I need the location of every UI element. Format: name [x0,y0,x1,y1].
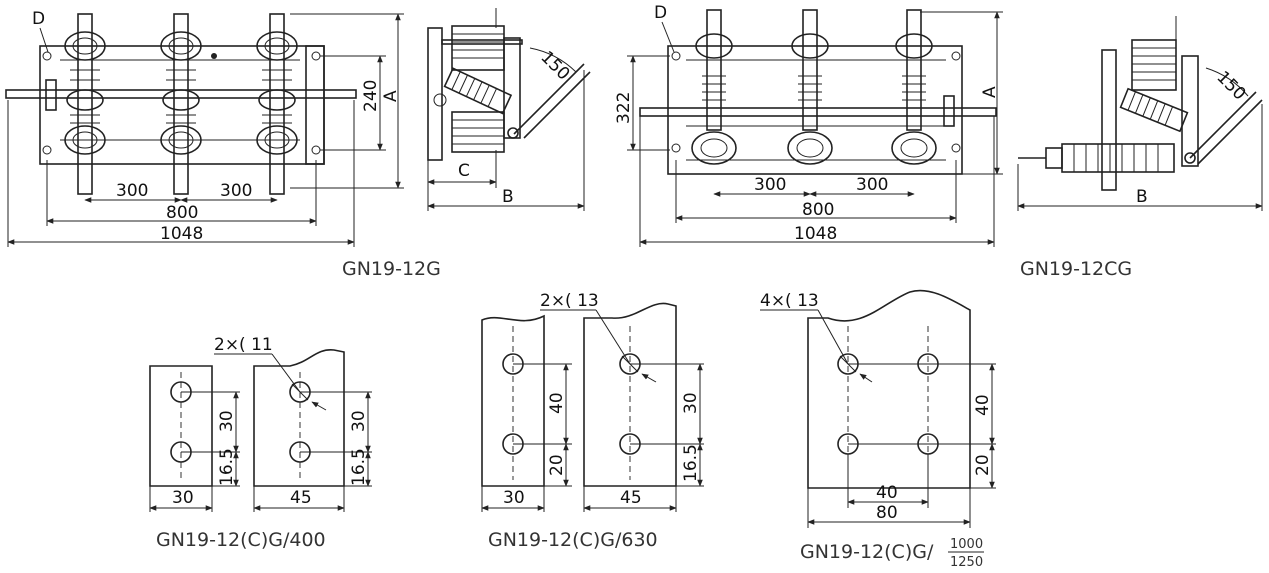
caption-1000-main: GN19-12(C)G/ [800,541,934,563]
caption-gn19-12g: GN19-12G [342,258,441,280]
dim-300-left-cg: 300 [754,175,786,195]
dim-20-630: 20 [547,454,567,476]
gn19-12g-front-view: D 240 A 300 300 800 1048 GN19-12G [5,9,441,280]
holes-1000: 4×( 13 [760,291,819,311]
middle-insulator [443,67,513,115]
label-d-cg: D [654,3,667,23]
terminal-plate-left-400 [149,365,213,487]
dim-30-b: 30 [349,410,369,432]
base-plate [39,45,325,165]
detail-400: 30 16.5 30 30 16.5 45 2×( 11 GN19-12(C)G… [149,335,372,551]
dim-800-cg: 800 [802,200,834,220]
operating-shaft-cg [639,107,997,117]
dim-c: C [458,161,470,181]
dim-20-v-1000: 20 [973,454,993,476]
dim-16-5-a: 16.5 [217,448,237,486]
dim-b-left: B [502,187,514,207]
pole-cg-1 [691,9,737,165]
dim-322: 322 [614,92,634,124]
dim-40-630: 40 [547,392,567,414]
dim-240: 240 [361,80,381,112]
operating-shaft [5,89,357,99]
width-45-400: 45 [290,488,312,508]
dim-80-h-1000: 80 [876,503,898,523]
holes-400: 2×( 11 [214,335,273,355]
detail-630: 40 20 30 30 16.5 45 2×( 13 GN19-12(C)G/6… [481,291,704,551]
middle-insulator-cg [1119,87,1189,133]
lower-insulator [451,111,505,153]
width-30-400: 30 [172,488,194,508]
dim-300-left: 300 [116,181,148,201]
pole-1 [64,13,106,195]
base-plate-cg [667,45,963,175]
caption-400: GN19-12(C)G/400 [156,529,326,551]
pole-2 [160,13,202,195]
terminal-plate-1000 [807,289,971,489]
caption-gn19-12cg: GN19-12CG [1020,258,1132,280]
gn19-12cg-front-view: D 322 A 300 300 800 1048 GN19-12CG [614,3,1132,280]
terminal-plate-right-630 [583,302,677,487]
caption-1000-top: 1000 [950,537,983,552]
dim-1048: 1048 [160,224,203,244]
dim-b-right: B [1136,187,1148,207]
caption-1000-bottom: 1250 [950,555,983,568]
upper-insulator-cg [1131,39,1177,91]
caption-630: GN19-12(C)G/630 [488,529,658,551]
dim-800: 800 [166,203,198,223]
dim-40-v-1000: 40 [973,394,993,416]
pole-cg-3 [891,9,937,165]
terminal-plate-right-400 [253,349,345,487]
dim-16-5-b: 16.5 [349,448,369,486]
pole-cg-2 [787,9,833,165]
upper-insulator [451,25,505,71]
width-30-630: 30 [503,488,525,508]
label-d: D [32,9,45,29]
dim-16-5-630: 16.5 [681,444,701,482]
width-45-630: 45 [620,488,642,508]
detail-1000-1250: 40 20 40 80 4×( 13 GN19-12(C)G/ 1000 125… [760,289,996,570]
dim-300-right: 300 [220,181,252,201]
earthing-insulator-cg [1061,143,1175,173]
dim-30-630: 30 [681,392,701,414]
terminal-plate-left-630 [481,314,545,487]
holes-630: 2×( 13 [540,291,599,311]
dim-a-cg: A [980,86,1000,98]
gn19-12cg-side-view: 150 B [1017,16,1263,211]
dim-1048-cg: 1048 [794,224,837,244]
gn19-12g-side-view: 150 C B [427,8,591,211]
dim-300-right-cg: 300 [856,175,888,195]
pole-3 [256,13,298,195]
dim-a: A [381,90,401,102]
dim-30-a: 30 [217,410,237,432]
dim-40-h-1000: 40 [876,483,898,503]
